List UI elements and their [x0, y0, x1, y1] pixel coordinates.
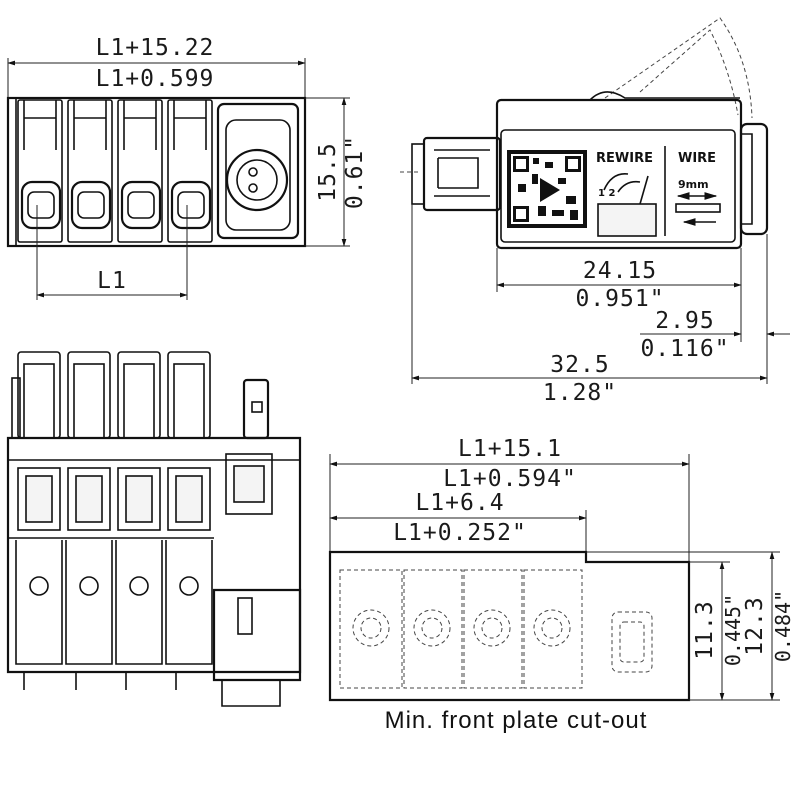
bottom-view — [6, 351, 302, 707]
front-dim-height-in: 0.61" — [342, 135, 368, 209]
bottom-pole-cells — [17, 453, 273, 531]
qr-code-icon — [507, 150, 587, 228]
side-dim-body-in: 0.951" — [575, 286, 664, 312]
bottom-wire-ports — [15, 540, 213, 665]
front-poles — [17, 99, 213, 243]
bottom-levers — [11, 351, 211, 439]
front-dim-top-1: L1+15.22 — [96, 35, 215, 61]
label-wire: WIRE — [678, 151, 716, 166]
side-dim-total-mm: 32.5 — [550, 352, 609, 378]
side-view: REWIRE WIRE 1 2 9mm 24.15 0.951" — [400, 17, 790, 406]
front-dim-top-2: L1+0.599 — [96, 66, 215, 92]
cutout-dim-w2-in: L1+0.252" — [393, 520, 527, 546]
side-dim-body-mm: 24.15 — [583, 258, 657, 284]
cutout-dim-w2-mm: L1+6.4 — [415, 490, 504, 516]
cutout-dim-h1-mm: 11.3 — [692, 600, 718, 659]
cutout-dim-h2-mm: 12.3 — [742, 596, 768, 655]
cutout-dim-w1-in: L1+0.594" — [443, 466, 577, 492]
cutout-view: L1+15.1 L1+0.594" L1+6.4 L1+0.252" — [328, 436, 795, 734]
bottom-pins — [23, 672, 177, 690]
front-view: L1+15.22 L1+0.599 — [6, 35, 368, 300]
wire-pictogram-icon: 9mm — [675, 178, 721, 226]
label-step: 1 2 — [598, 188, 615, 199]
rewire-pictogram-icon: 1 2 — [597, 173, 657, 237]
side-dim-latch-in: 0.116" — [640, 336, 729, 362]
front-dim-height-mm: 15.5 — [315, 142, 341, 201]
cutout-caption: Min. front plate cut-out — [385, 707, 648, 734]
cutout-dim-h1-in: 0.445" — [721, 594, 745, 666]
front-lock-module — [216, 102, 300, 240]
front-dim-pitch: L1 — [97, 268, 127, 294]
side-dim-total-in: 1.28" — [543, 380, 617, 406]
cutout-dim-h2-in: 0.484" — [771, 590, 795, 662]
cutout-pole-footprints — [339, 569, 653, 689]
label-rewire: REWIRE — [596, 151, 653, 166]
label-strip: 9mm — [678, 178, 709, 191]
side-dim-latch-mm: 2.95 — [655, 308, 714, 334]
cutout-dim-w1-mm: L1+15.1 — [458, 436, 562, 462]
